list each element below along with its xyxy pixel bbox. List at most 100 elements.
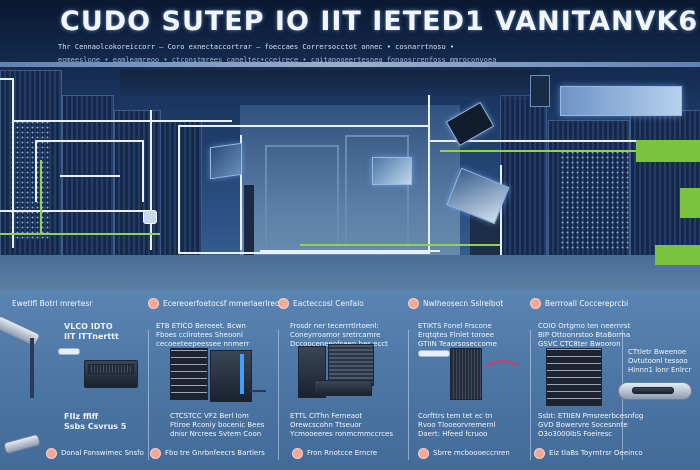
door-panel xyxy=(244,185,254,255)
router-vent xyxy=(88,364,134,374)
column-divider xyxy=(148,330,149,460)
cable xyxy=(250,390,266,392)
wire-line xyxy=(430,140,700,142)
column-footer: Fbo tre Gnrbnfeecrs Bartlers xyxy=(150,446,265,460)
column-body-line: cecoeeteepeessee nnmerr xyxy=(156,340,250,348)
server-room-hero: CUDO SUTEP IO IIT IETED1 VANITANVK6 Thr … xyxy=(0,0,700,290)
column-body-line: GTIIN Teaorsoseccome xyxy=(418,340,497,348)
bullet-icon xyxy=(148,297,159,309)
node-box xyxy=(143,210,157,224)
server-board xyxy=(210,350,252,402)
column-lower-line: Ssbt: ETIIEN Pmsreerbcesnfog xyxy=(538,412,644,420)
column-heading-text: Nwlheosecn Sslrelbot xyxy=(423,298,504,308)
column-body-line: ETIKTS Fonel Frscone xyxy=(418,322,492,330)
green-wire xyxy=(40,160,42,235)
column-footer: Donal Fonswimec Snsfo xyxy=(46,446,144,460)
column-body-line: Hinnn1 lonr Enlrcr xyxy=(628,366,692,374)
component-column: Ewetlfl Botrl mrertesr VLCO IDTO IIT ITT… xyxy=(0,290,148,470)
storage-array xyxy=(328,344,374,386)
column-lower-line: O3o3000IbS Foeiresc xyxy=(538,430,613,438)
column-body-line: VLCO IDTO xyxy=(64,322,113,331)
wire-line xyxy=(428,95,430,250)
wire-line xyxy=(240,135,242,250)
column-footer-text: Sbrre mcboooeccnren xyxy=(433,449,510,457)
bullet-icon xyxy=(278,297,289,309)
subtitle-line: eomeeslone • eamleamreoo • ctconstmrees … xyxy=(58,56,497,64)
wire-line xyxy=(150,110,152,250)
component-column: Eacteccosl Cenfalo Frosdr ner tecerrrtlr… xyxy=(278,290,408,470)
bullet-icon xyxy=(292,447,303,459)
column-heading: Berrroall Coccereprcbi xyxy=(530,294,628,312)
server-rack xyxy=(500,95,547,262)
wire-line xyxy=(12,120,232,122)
floor xyxy=(0,255,700,290)
component-column: CTtletr Bweenoe Ovtutoonl tessoo Hinnn1 … xyxy=(618,290,700,470)
wire-line xyxy=(60,175,120,177)
column-heading: Ecereoerfoetocsf mmerlaerlrec xyxy=(148,294,279,312)
column-lower-line: dnisr Nrcrees Svtem Coon xyxy=(170,430,262,438)
server-rack-unit xyxy=(546,348,602,406)
column-footer-text: Fron Rnotcce Erncre xyxy=(307,449,378,457)
column-lower-line: FIIz ffiff xyxy=(64,412,99,421)
cable xyxy=(30,338,34,398)
server-rack xyxy=(160,120,202,262)
rack-lights xyxy=(560,150,630,250)
green-wire xyxy=(440,150,640,152)
wire-line xyxy=(0,78,14,80)
column-lower-line: Ftiroe Rconiy bocenic Bees xyxy=(170,421,265,429)
column-lower-line: Daert: Hfeed fcruoo xyxy=(418,430,488,438)
page-title: CUDO SUTEP IO IIT IETED1 VANITANVK6 xyxy=(60,6,699,37)
column-heading: Nwlheosecn Sslrelbot xyxy=(408,294,503,312)
column-body-line: ETB ETICO Bereeet. Bcwn xyxy=(156,322,246,330)
column-lower-line: Corfttrs tem tet ec tn xyxy=(418,412,493,420)
column-footer: Fron Rnotcce Erncre xyxy=(292,446,377,460)
column-body-line: IIT ITTnerttt xyxy=(64,332,119,341)
bullet-icon xyxy=(530,297,541,309)
bullet-icon xyxy=(534,447,545,459)
network-cable-device xyxy=(3,433,41,455)
wire-line xyxy=(0,210,150,212)
ceiling-light xyxy=(0,62,700,67)
wire-line xyxy=(12,78,14,248)
wall-monitor xyxy=(372,157,412,185)
bullet-icon xyxy=(46,447,57,459)
switch-panel xyxy=(450,348,482,400)
component-column: Nwlheosecn Sslrelbot ETIKTS Fonel Frscon… xyxy=(408,290,530,470)
wall-monitor xyxy=(210,142,242,180)
bullet-icon xyxy=(150,447,161,459)
column-lower-line: Rvoo Tlooeorvremernl xyxy=(418,421,496,429)
node-box xyxy=(530,75,550,107)
component-column: Ecereoerfoetocsf mmerlaerlrec ETB ETICO … xyxy=(148,290,279,470)
column-heading-text: Berrroall Coccereprcbi xyxy=(545,298,629,308)
column-lower-line: ETTL CIThn Ferneaot xyxy=(290,412,363,420)
bullet-icon xyxy=(418,447,429,459)
column-footer-text: Eiz tlaBs Toyrntrsr Oeeinco xyxy=(549,449,643,457)
column-body-line: Frosdr ner tecerrrtlrtoenl: xyxy=(290,322,379,330)
bullet-icon xyxy=(408,297,419,309)
column-lower-line: CTCSTCC VF2 Berl Iom xyxy=(170,412,249,420)
column-lower-line: Orewcscohn Ttseuor xyxy=(290,421,362,429)
column-lower-line: GVD Bowervre Socesnnte xyxy=(538,421,628,429)
column-body-line: Ovtutoonl tessoo xyxy=(628,357,688,365)
column-body-line: BIP Ottoonrstoo BtaBorma xyxy=(538,331,631,339)
column-footer-text: Fbo tre Gnrbnfeecrs Bartlers xyxy=(165,449,265,457)
column-heading-text: Eacteccosl Cenfalo xyxy=(293,298,364,308)
wire-line xyxy=(35,140,144,202)
status-light xyxy=(240,354,244,394)
wire-line xyxy=(178,125,430,254)
server-rack xyxy=(630,110,700,262)
wire-line xyxy=(260,250,440,252)
component-column: Berrroall Coccereprcbi COIO Ortgmo ten n… xyxy=(530,290,643,470)
column-heading: Ewetlfl Botrl mrertesr xyxy=(12,294,92,312)
green-wire xyxy=(0,233,160,235)
column-heading-text: Ewetlfl Botrl mrertesr xyxy=(12,298,93,308)
green-wire xyxy=(300,244,500,246)
column-footer: Eiz tlaBs Toyrntrsr Oeeinco xyxy=(534,446,643,460)
overhead-display xyxy=(560,86,682,116)
column-body-line: Coneyrroamor sretrcamre xyxy=(290,331,381,339)
column-heading: Eacteccosl Cenfalo xyxy=(278,294,364,312)
component-panel: Ewetlfl Botrl mrertesr VLCO IDTO IIT ITT… xyxy=(0,290,700,470)
column-lower-line: Ssbs Csvrus 5 xyxy=(64,422,127,431)
column-body-line: COIO Ortgmo ten neernrst xyxy=(538,322,631,330)
column-footer-text: Donal Fonswimec Snsfo xyxy=(61,449,144,457)
